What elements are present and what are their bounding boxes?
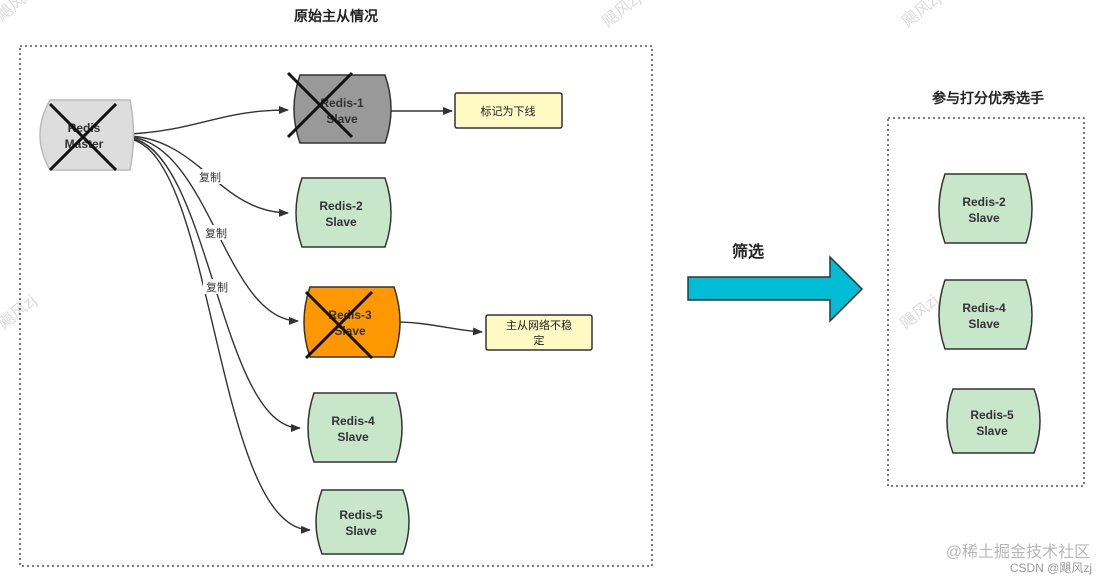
redis-5-label-line1: Redis-5 [339, 508, 383, 522]
redis-2-label-line2: Slave [325, 215, 357, 229]
right-panel-border [887, 117, 1085, 487]
redis-3-cross-icon [304, 290, 374, 360]
selected-redis-4-shape [938, 279, 1033, 350]
edge-labels: 复制 复制 复制 [196, 169, 231, 294]
redis-4-label-line2: Slave [337, 430, 369, 444]
redis-2-shape [295, 177, 392, 248]
note-unstable-text-line2: 定 [534, 333, 545, 347]
node-redis-4: Redis-4 Slave [307, 392, 403, 463]
redis-5-shape [315, 489, 410, 555]
selected-redis-5-label-line2: Slave [976, 424, 1008, 438]
selected-redis-4-label-line2: Slave [968, 317, 1000, 331]
note-unstable-box [485, 314, 593, 351]
selected-redis-2-label-line2: Slave [968, 211, 1000, 225]
master-cross-icon [48, 102, 118, 172]
note-offline: 标记为下线 [454, 92, 563, 129]
watermark-corner-1: 飓风zj [0, 0, 38, 25]
node-redis-2: Redis-2 Slave [295, 177, 392, 248]
node-selected-redis-5: Redis-5 Slave [946, 388, 1041, 454]
edge-label-copy-1: 复制 [199, 170, 221, 184]
replication-edges [129, 106, 483, 534]
node-redis-1: Redis-1 Slave [286, 71, 392, 144]
watermark-corner-3: 飓风zj [900, 0, 944, 31]
redis-1-shape [293, 74, 392, 144]
filter-label: 筛选 [732, 242, 764, 261]
watermark-community: @稀土掘金技术社区 [946, 543, 1090, 561]
selected-redis-5-label-line1: Redis-5 [970, 408, 1014, 422]
filter-arrow-icon [687, 255, 864, 323]
selected-redis-2-shape [938, 173, 1033, 244]
redis-1-cross-icon [286, 71, 354, 139]
note-unstable-text-line1: 主从网络不稳 [506, 318, 572, 332]
watermark-corner-2: 飓风zj [600, 0, 644, 31]
note-offline-text: 标记为下线 [481, 104, 536, 118]
node-selected-redis-2: Redis-2 Slave [938, 173, 1033, 244]
edge-label-bg-2 [202, 225, 230, 240]
selected-redis-5-shape [946, 388, 1041, 454]
selected-redis-2-label-line1: Redis-2 [962, 195, 1006, 209]
selected-redis-4-label-line1: Redis-4 [962, 301, 1006, 315]
edge-redis-3-to-unstable-note [393, 321, 483, 336]
left-panel-border [19, 45, 653, 567]
node-redis-3: Redis-3 Slave [303, 286, 401, 360]
edge-master-to-redis-1 [129, 106, 289, 135]
node-redis-master: Redis Master [39, 99, 135, 172]
redis-4-shape [307, 392, 403, 463]
node-selected-redis-4: Redis-4 Slave [938, 279, 1033, 350]
edge-label-bg-3 [203, 279, 231, 294]
redis-4-label-line1: Redis-4 [331, 414, 375, 428]
node-redis-5: Redis-5 Slave [315, 489, 410, 555]
right-panel-title: 参与打分优秀选手 [932, 90, 1044, 106]
redis-1-label-line2: Slave [326, 112, 358, 126]
redis-5-label-line2: Slave [345, 524, 377, 538]
edge-master-to-redis-5 [129, 138, 311, 534]
redis-1-label-line1: Redis-1 [320, 96, 364, 110]
watermark-corner-5: 飓风zj [898, 292, 942, 333]
watermark-csdn: CSDN @飓风zj [1010, 561, 1092, 575]
edge-label-copy-3: 复制 [206, 280, 228, 294]
redis-3-shape [303, 286, 401, 358]
edge-label-bg-1 [196, 169, 224, 184]
redis-2-label-line1: Redis-2 [319, 199, 363, 213]
left-panel-title: 原始主从情况 [294, 8, 378, 24]
note-unstable: 主从网络不稳 定 [485, 314, 593, 351]
edge-label-copy-2: 复制 [205, 226, 227, 240]
note-offline-box [454, 92, 563, 129]
